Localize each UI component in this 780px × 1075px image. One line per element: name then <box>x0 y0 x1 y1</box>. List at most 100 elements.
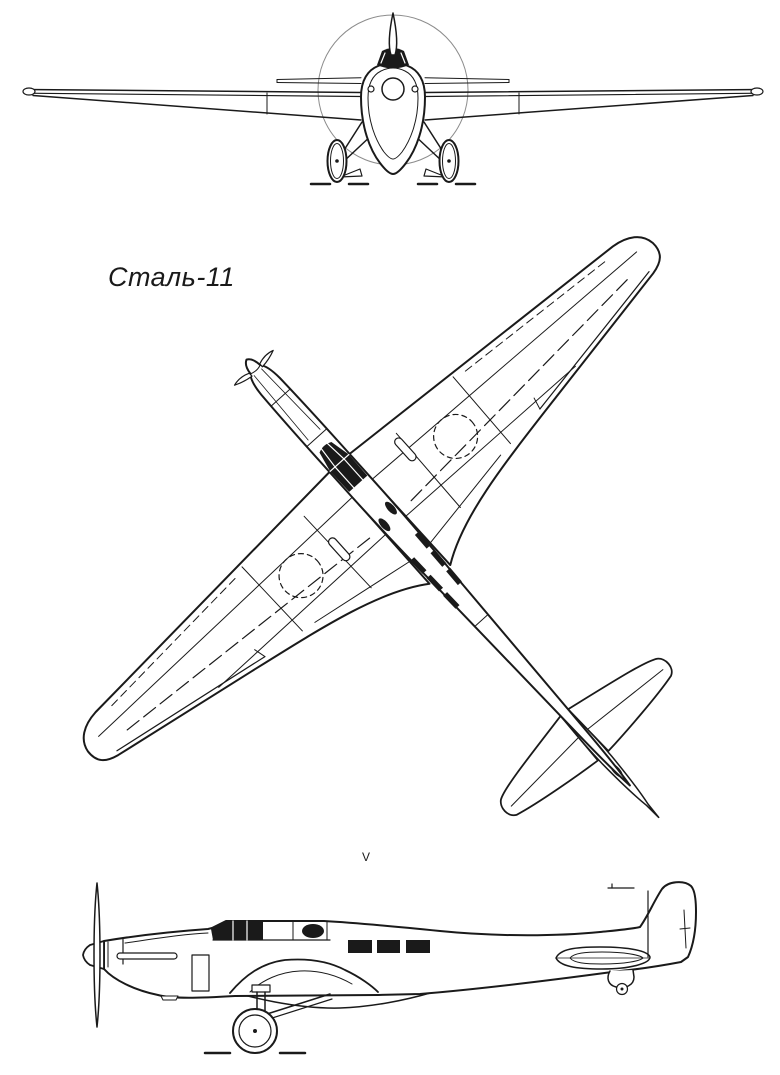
canopy-frame <box>343 458 364 481</box>
leading-edge-dashed-line <box>464 261 606 372</box>
spar-line <box>371 251 638 480</box>
wing-plan-right <box>348 236 661 567</box>
wheel-hub <box>335 159 339 163</box>
propeller-blade-front <box>388 12 398 56</box>
wing-outline <box>82 470 431 762</box>
gear-foot <box>339 168 363 178</box>
wingtip-right <box>750 87 764 96</box>
flap-line <box>314 561 410 623</box>
fuselage-frame-line <box>474 614 488 627</box>
cowl-port-right <box>411 85 419 93</box>
gear-pivot <box>251 984 271 993</box>
wing-fairing-capsule <box>327 537 351 562</box>
drag-strut <box>268 998 333 1020</box>
wing-root-line <box>249 970 353 993</box>
trim-tab-tick <box>679 927 691 930</box>
spinner-highlight <box>400 52 406 64</box>
wing-lower-line <box>32 94 362 121</box>
drag-strut <box>266 993 331 1015</box>
wing-plan-left <box>82 470 431 762</box>
canopy-glazing <box>319 441 368 492</box>
exhaust-ports-side <box>348 940 430 953</box>
tailplane-plan <box>499 657 673 817</box>
windscreen-glazing <box>211 921 263 940</box>
aileron-hinge <box>116 655 266 752</box>
wing-upper-line <box>424 92 762 98</box>
dashed-circle-marking <box>433 413 479 460</box>
wheel-rim <box>238 1014 272 1048</box>
dashed-chord-line <box>410 275 632 502</box>
tailplane-edge <box>424 82 510 84</box>
propeller-blade-side <box>93 882 101 1028</box>
canopy-frame <box>320 447 336 468</box>
cowl-panel <box>191 954 210 992</box>
wheel-hub <box>447 159 451 163</box>
side-window <box>443 592 460 609</box>
leading-edge-dashed-line <box>111 578 236 707</box>
tailplane-front <box>276 77 510 84</box>
wing-lower-line <box>424 94 754 121</box>
aileron-hinge <box>539 271 650 410</box>
datum-mark: V <box>362 850 370 864</box>
spinner-highlight <box>380 52 386 64</box>
landing-gear-side <box>232 984 333 1054</box>
canopy-side <box>211 920 331 941</box>
rib-line <box>241 566 303 632</box>
front-view <box>22 12 764 186</box>
wing-front <box>22 87 764 121</box>
plan-view <box>82 236 673 819</box>
tailplane-edge <box>276 77 362 80</box>
cowl-port-left <box>367 85 375 93</box>
spar-line <box>98 496 354 737</box>
canopy-frame <box>329 453 350 472</box>
canopy-frame <box>334 466 355 489</box>
dashed-chord-line <box>122 537 371 734</box>
aileron-end <box>533 397 541 410</box>
spinner-ring <box>249 364 261 375</box>
rib-line <box>452 376 511 445</box>
wing-outline <box>348 236 661 567</box>
exhaust-port <box>377 940 400 953</box>
side-window <box>426 574 444 592</box>
gear-foot <box>423 168 447 178</box>
tailplane-edge <box>424 77 510 80</box>
panel-line <box>218 533 387 688</box>
wing-fairing-capsule <box>394 437 417 462</box>
wheel-rim <box>442 143 456 179</box>
round-window <box>302 924 324 938</box>
fuselage-side <box>103 881 697 999</box>
nose-panel-line <box>253 375 309 441</box>
flap-line <box>430 454 502 543</box>
belly-scoop <box>160 995 179 1001</box>
cowl-panel-line <box>124 932 209 944</box>
cowl-frame-line <box>270 388 291 407</box>
elevator-hinge <box>587 669 664 730</box>
wing-root-fairing <box>229 958 379 994</box>
cowling-front <box>360 61 426 175</box>
wheel-rim <box>330 143 344 179</box>
dashed-circle-marking <box>278 553 324 599</box>
aileron-end <box>254 649 266 658</box>
side-window <box>410 557 427 574</box>
wing-leading-edge <box>24 88 362 94</box>
tailwheel-fairing <box>607 969 635 989</box>
elevator-hinge <box>510 737 579 807</box>
side-window <box>446 567 462 586</box>
drawing-title: Сталь-11 <box>108 262 235 292</box>
side-window <box>430 549 447 567</box>
side-view: V <box>82 850 697 1055</box>
stabilizer-left <box>499 715 599 817</box>
wing-upper-line <box>24 92 362 98</box>
fuselage-frame-line <box>306 428 328 447</box>
tailwheel-hub <box>620 987 624 991</box>
exhaust-port <box>348 940 372 953</box>
fuselage-port <box>385 501 397 515</box>
side-window <box>414 531 431 549</box>
fuselage-port <box>378 518 391 532</box>
stabilizer-right <box>567 657 673 752</box>
exhaust-slit <box>116 952 178 960</box>
cowling-inner-line <box>367 67 419 160</box>
propeller-hub <box>381 77 405 101</box>
